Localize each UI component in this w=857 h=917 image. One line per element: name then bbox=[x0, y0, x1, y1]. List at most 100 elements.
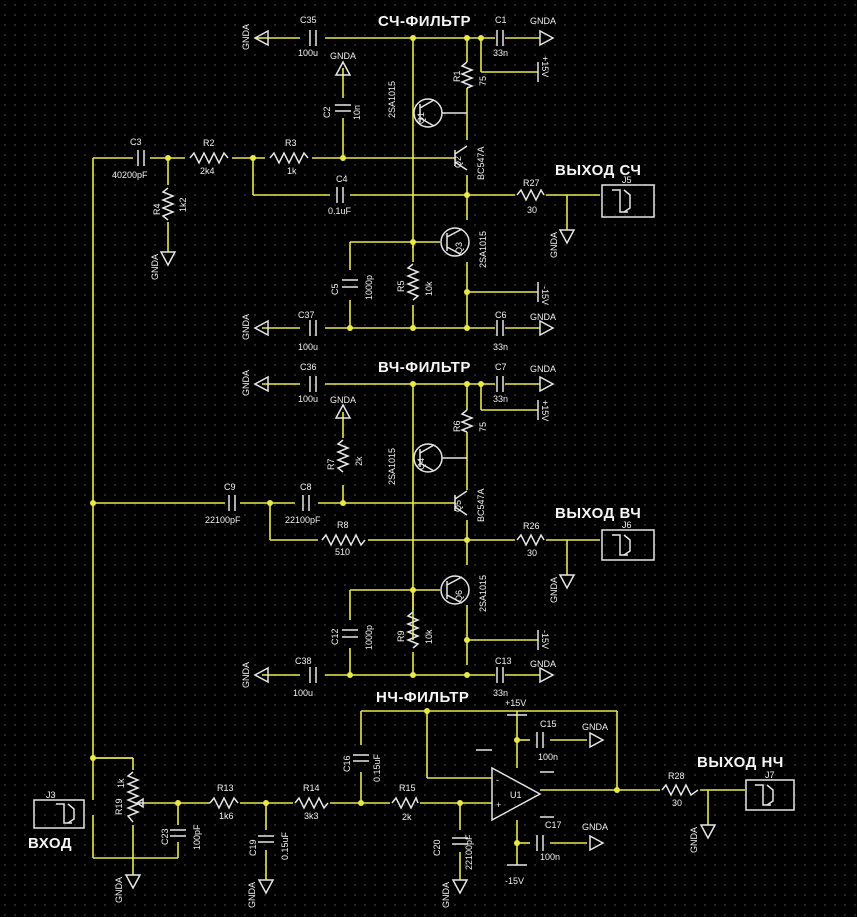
svg-text:10k: 10k bbox=[424, 281, 434, 296]
svg-text:GNDA: GNDA bbox=[530, 364, 556, 374]
svg-text:C16: C16 bbox=[342, 755, 352, 772]
resistor-r14: R14 3k3 bbox=[294, 783, 329, 821]
svg-text:Q1: Q1 bbox=[416, 112, 426, 124]
transistor-q1: 2SA1015 Q1 bbox=[387, 81, 467, 128]
svg-text:R4: R4 bbox=[152, 203, 162, 215]
svg-text:75: 75 bbox=[478, 422, 488, 432]
svg-text:R7: R7 bbox=[326, 458, 336, 470]
svg-text:J5: J5 bbox=[622, 175, 632, 185]
resistor-r4: R4 1k2 bbox=[152, 187, 188, 221]
svg-text:GNDA: GNDA bbox=[241, 662, 251, 688]
capacitor-c12: C12 1000p bbox=[330, 625, 374, 650]
svg-text:C15: C15 bbox=[540, 719, 557, 729]
svg-text:GNDA: GNDA bbox=[241, 314, 251, 340]
svg-text:Q3: Q3 bbox=[454, 242, 464, 254]
title-sch-filter: СЧ-ФИЛЬТР bbox=[378, 13, 471, 30]
gnda-c19-symbol bbox=[257, 879, 275, 895]
gnda-c1-symbol bbox=[539, 29, 555, 47]
svg-text:BC547A: BC547A bbox=[476, 146, 486, 180]
svg-text:100pF: 100pF bbox=[192, 824, 202, 850]
gnda-r7-symbol bbox=[334, 403, 352, 419]
svg-text:22100pF: 22100pF bbox=[205, 515, 241, 525]
svg-text:C3: C3 bbox=[130, 137, 142, 147]
svg-text:J7: J7 bbox=[765, 770, 775, 780]
gnda-c36-symbol bbox=[253, 375, 269, 393]
transistor-q5: Q5 BC547A bbox=[453, 488, 486, 522]
capacitor-c23: C23 100pF bbox=[160, 824, 202, 850]
gnda-c2-symbol bbox=[334, 60, 352, 76]
svg-text:100u: 100u bbox=[298, 394, 318, 404]
svg-text:R26: R26 bbox=[523, 521, 540, 531]
gnda-j5-symbol bbox=[558, 229, 576, 245]
svg-text:C20: C20 bbox=[432, 839, 442, 856]
svg-text:R15: R15 bbox=[399, 783, 416, 793]
svg-text:GNDA: GNDA bbox=[582, 822, 608, 832]
svg-text:1000p: 1000p bbox=[364, 275, 374, 300]
label-output-vch: ВЫХОД ВЧ bbox=[555, 505, 641, 522]
capacitor-c4: C4 0.1uF bbox=[328, 174, 352, 216]
svg-text:100n: 100n bbox=[538, 752, 558, 762]
gnda-c17-symbol bbox=[589, 834, 605, 852]
svg-text:10k: 10k bbox=[424, 629, 434, 644]
svg-text:R6: R6 bbox=[452, 420, 462, 432]
capacitor-c2: C2 10n bbox=[322, 104, 362, 120]
opamp-u1: - + U1 bbox=[476, 749, 554, 822]
svg-text:10n: 10n bbox=[352, 105, 362, 120]
svg-text:75: 75 bbox=[478, 76, 488, 86]
svg-text:30: 30 bbox=[672, 798, 682, 808]
svg-text:2SA1015: 2SA1015 bbox=[478, 575, 488, 612]
junction-dots bbox=[90, 35, 620, 846]
svg-text:R9: R9 bbox=[396, 630, 406, 642]
transistor-q3: Q3 2SA1015 bbox=[440, 227, 488, 268]
svg-text:R3: R3 bbox=[285, 138, 297, 148]
svg-text:C17: C17 bbox=[545, 820, 562, 830]
capacitor-c15: C15 100n bbox=[536, 719, 558, 762]
transistors: 2SA1015 Q1 Q2 BC547A Q3 2SA1015 2SA1015 … bbox=[387, 81, 488, 612]
svg-text:C8: C8 bbox=[300, 482, 312, 492]
svg-text:C23: C23 bbox=[160, 828, 170, 845]
gnda-c35-symbol bbox=[253, 29, 269, 47]
svg-text:C36: C36 bbox=[300, 362, 317, 372]
potentiometer-r19: R19 1k bbox=[114, 771, 145, 823]
svg-text:1k2: 1k2 bbox=[178, 197, 188, 212]
resistor-r5: R5 10k bbox=[396, 263, 434, 301]
svg-text:3k3: 3k3 bbox=[304, 811, 319, 821]
svg-text:GNDA: GNDA bbox=[582, 722, 608, 732]
svg-text:GNDA: GNDA bbox=[530, 659, 556, 669]
capacitor-c13: C13 33n bbox=[493, 656, 512, 698]
resistor-r27: R27 30 bbox=[516, 178, 545, 215]
svg-text:R13: R13 bbox=[217, 783, 234, 793]
svg-text:30: 30 bbox=[527, 205, 537, 215]
gnda-c15-symbol bbox=[589, 731, 605, 749]
svg-text:GNDA: GNDA bbox=[241, 370, 251, 396]
svg-text:100u: 100u bbox=[293, 688, 313, 698]
svg-text:C9: C9 bbox=[224, 482, 236, 492]
svg-text:2k: 2k bbox=[402, 812, 412, 822]
svg-text:33n: 33n bbox=[493, 342, 508, 352]
svg-text:-15V: -15V bbox=[505, 876, 524, 886]
resistors: R1 75 R2 2k4 R3 1k R4 1k2 R27 30 bbox=[114, 61, 699, 823]
title-nch-filter: НЧ-ФИЛЬТР bbox=[376, 689, 469, 706]
svg-text:C2: C2 bbox=[322, 106, 332, 118]
resistor-r9: R9 10k bbox=[396, 611, 434, 649]
svg-text:C1: C1 bbox=[495, 15, 507, 25]
svg-text:GNDA: GNDA bbox=[241, 24, 251, 50]
svg-text:C38: C38 bbox=[295, 656, 312, 666]
resistor-r1: R1 75 bbox=[452, 61, 488, 89]
svg-text:R8: R8 bbox=[337, 520, 349, 530]
svg-text:0.15uF: 0.15uF bbox=[372, 753, 382, 782]
capacitor-c36: C36 100u bbox=[298, 362, 318, 404]
svg-text:GNDA: GNDA bbox=[330, 51, 356, 61]
label-output-nch: ВЫХОД НЧ bbox=[697, 754, 784, 771]
capacitor-c19: C19 0.15uF bbox=[248, 831, 290, 860]
capacitor-c8: C8 22100pF bbox=[285, 482, 321, 525]
svg-text:1000p: 1000p bbox=[364, 625, 374, 650]
gnda-c7-symbol bbox=[539, 375, 555, 393]
svg-text:100u: 100u bbox=[298, 342, 318, 352]
svg-text:C6: C6 bbox=[495, 310, 507, 320]
resistor-r15: R15 2k bbox=[391, 783, 419, 822]
gnda-c20-symbol bbox=[451, 879, 469, 895]
svg-text:Q2: Q2 bbox=[453, 156, 463, 168]
